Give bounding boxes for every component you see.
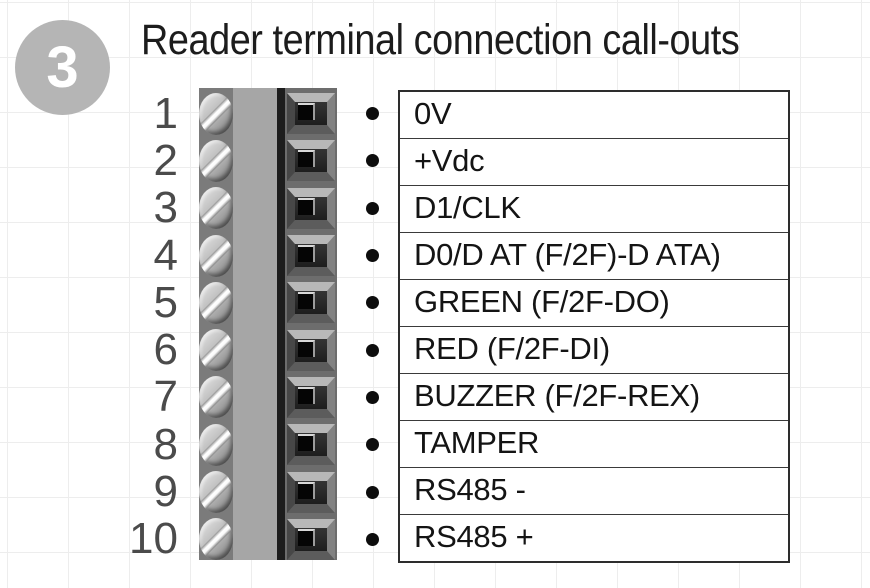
row-label: D1/CLK	[414, 189, 521, 225]
row-label: 0V	[414, 95, 452, 131]
pin-number: 1	[153, 88, 178, 138]
pin-number: 4	[153, 230, 178, 280]
pin-number-cell: 1	[104, 90, 178, 137]
table-row: 0V	[400, 92, 788, 138]
row-label: GREEN (F/2F-DO)	[414, 283, 670, 319]
terminal-slot-icon	[287, 471, 335, 513]
bullet-icon	[365, 438, 379, 452]
terminal-slot-icon	[287, 93, 335, 135]
screw-icon	[199, 471, 233, 514]
table-row: +Vdc	[400, 138, 788, 185]
row-label: RS485 +	[414, 518, 534, 554]
step-number: 3	[46, 34, 79, 100]
bullet-icon	[365, 485, 379, 499]
callout-table: 0V +Vdc D1/CLK D0/D AT (F/2F)-D ATA) GRE…	[398, 90, 790, 563]
pin-number-cell: 5	[104, 279, 178, 326]
screw-icon	[199, 376, 233, 419]
table-row: D0/D AT (F/2F)-D ATA)	[400, 232, 788, 279]
connector-stripe	[277, 88, 285, 560]
pin-number: 6	[153, 325, 178, 375]
bullet-icon	[365, 201, 379, 215]
pin-number-cell: 9	[104, 468, 178, 515]
row-label: +Vdc	[414, 142, 485, 178]
pin-number-cell: 7	[104, 374, 178, 421]
bullet-column	[359, 90, 385, 563]
row-label: TAMPER	[414, 424, 540, 460]
bullet-icon	[365, 249, 379, 263]
screw-icon	[199, 139, 233, 182]
slot-column	[285, 88, 337, 560]
terminal-slot-icon	[287, 376, 335, 418]
screw-band	[199, 90, 233, 560]
connector-body	[233, 88, 277, 560]
terminal-block-graphic	[199, 88, 337, 560]
screw-icon	[199, 423, 233, 466]
pin-number: 10	[129, 514, 178, 564]
page-title: Reader terminal connection call-outs	[141, 16, 740, 64]
step-number-badge: 3	[15, 20, 110, 115]
bullet-icon	[365, 532, 379, 546]
pin-number-cell: 2	[104, 137, 178, 184]
pin-number-cell: 6	[104, 326, 178, 373]
row-label: RED (F/2F-DI)	[414, 330, 610, 366]
screw-icon	[199, 187, 233, 230]
table-row: D1/CLK	[400, 185, 788, 232]
terminal-slot-icon	[287, 329, 335, 371]
table-row: TAMPER	[400, 420, 788, 467]
pin-number: 8	[153, 419, 178, 469]
table-row: RS485 -	[400, 467, 788, 514]
pin-number: 2	[153, 135, 178, 185]
row-label: D0/D AT (F/2F)-D ATA)	[414, 236, 721, 272]
table-row: RED (F/2F-DI)	[400, 326, 788, 373]
pin-number: 3	[153, 183, 178, 233]
screw-icon	[199, 329, 233, 372]
table-row: GREEN (F/2F-DO)	[400, 279, 788, 326]
terminal-slot-icon	[287, 187, 335, 229]
pin-number-column: 1 2 3 4 5 6 7 8 9 10	[104, 90, 178, 563]
screw-icon	[199, 281, 233, 324]
pin-number: 9	[153, 467, 178, 517]
screw-icon	[199, 234, 233, 277]
pin-number-cell: 3	[104, 185, 178, 232]
terminal-slot-icon	[287, 140, 335, 182]
table-row: RS485 +	[400, 514, 788, 561]
bullet-icon	[365, 154, 379, 168]
screw-column	[199, 88, 233, 560]
terminal-slot-icon	[287, 424, 335, 466]
row-label: BUZZER (F/2F-REX)	[414, 377, 700, 413]
row-label: RS485 -	[414, 471, 526, 507]
screw-icon	[199, 92, 233, 135]
pin-number: 5	[153, 277, 178, 327]
pin-number: 7	[153, 372, 178, 422]
pin-number-cell: 4	[104, 232, 178, 279]
bullet-icon	[365, 343, 379, 357]
table-row: BUZZER (F/2F-REX)	[400, 373, 788, 420]
bullet-icon	[365, 390, 379, 404]
terminal-slot-icon	[287, 518, 335, 560]
bullet-icon	[365, 107, 379, 121]
screw-icon	[199, 518, 233, 560]
terminal-slot-icon	[287, 282, 335, 324]
bullet-icon	[365, 296, 379, 310]
slot-band	[285, 90, 337, 560]
pin-number-cell: 10	[104, 516, 178, 563]
pin-number-cell: 8	[104, 421, 178, 468]
terminal-slot-icon	[287, 235, 335, 277]
